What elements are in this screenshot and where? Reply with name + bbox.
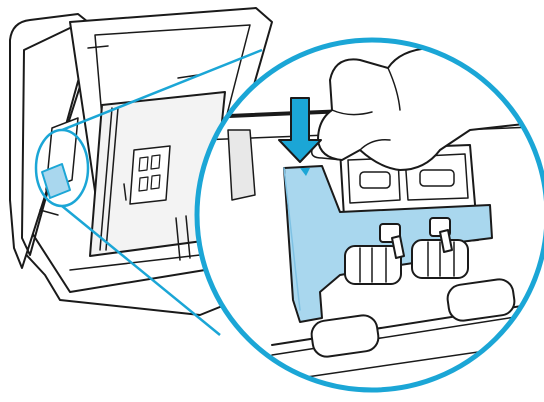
scanner-roller-illustration — [0, 0, 544, 402]
